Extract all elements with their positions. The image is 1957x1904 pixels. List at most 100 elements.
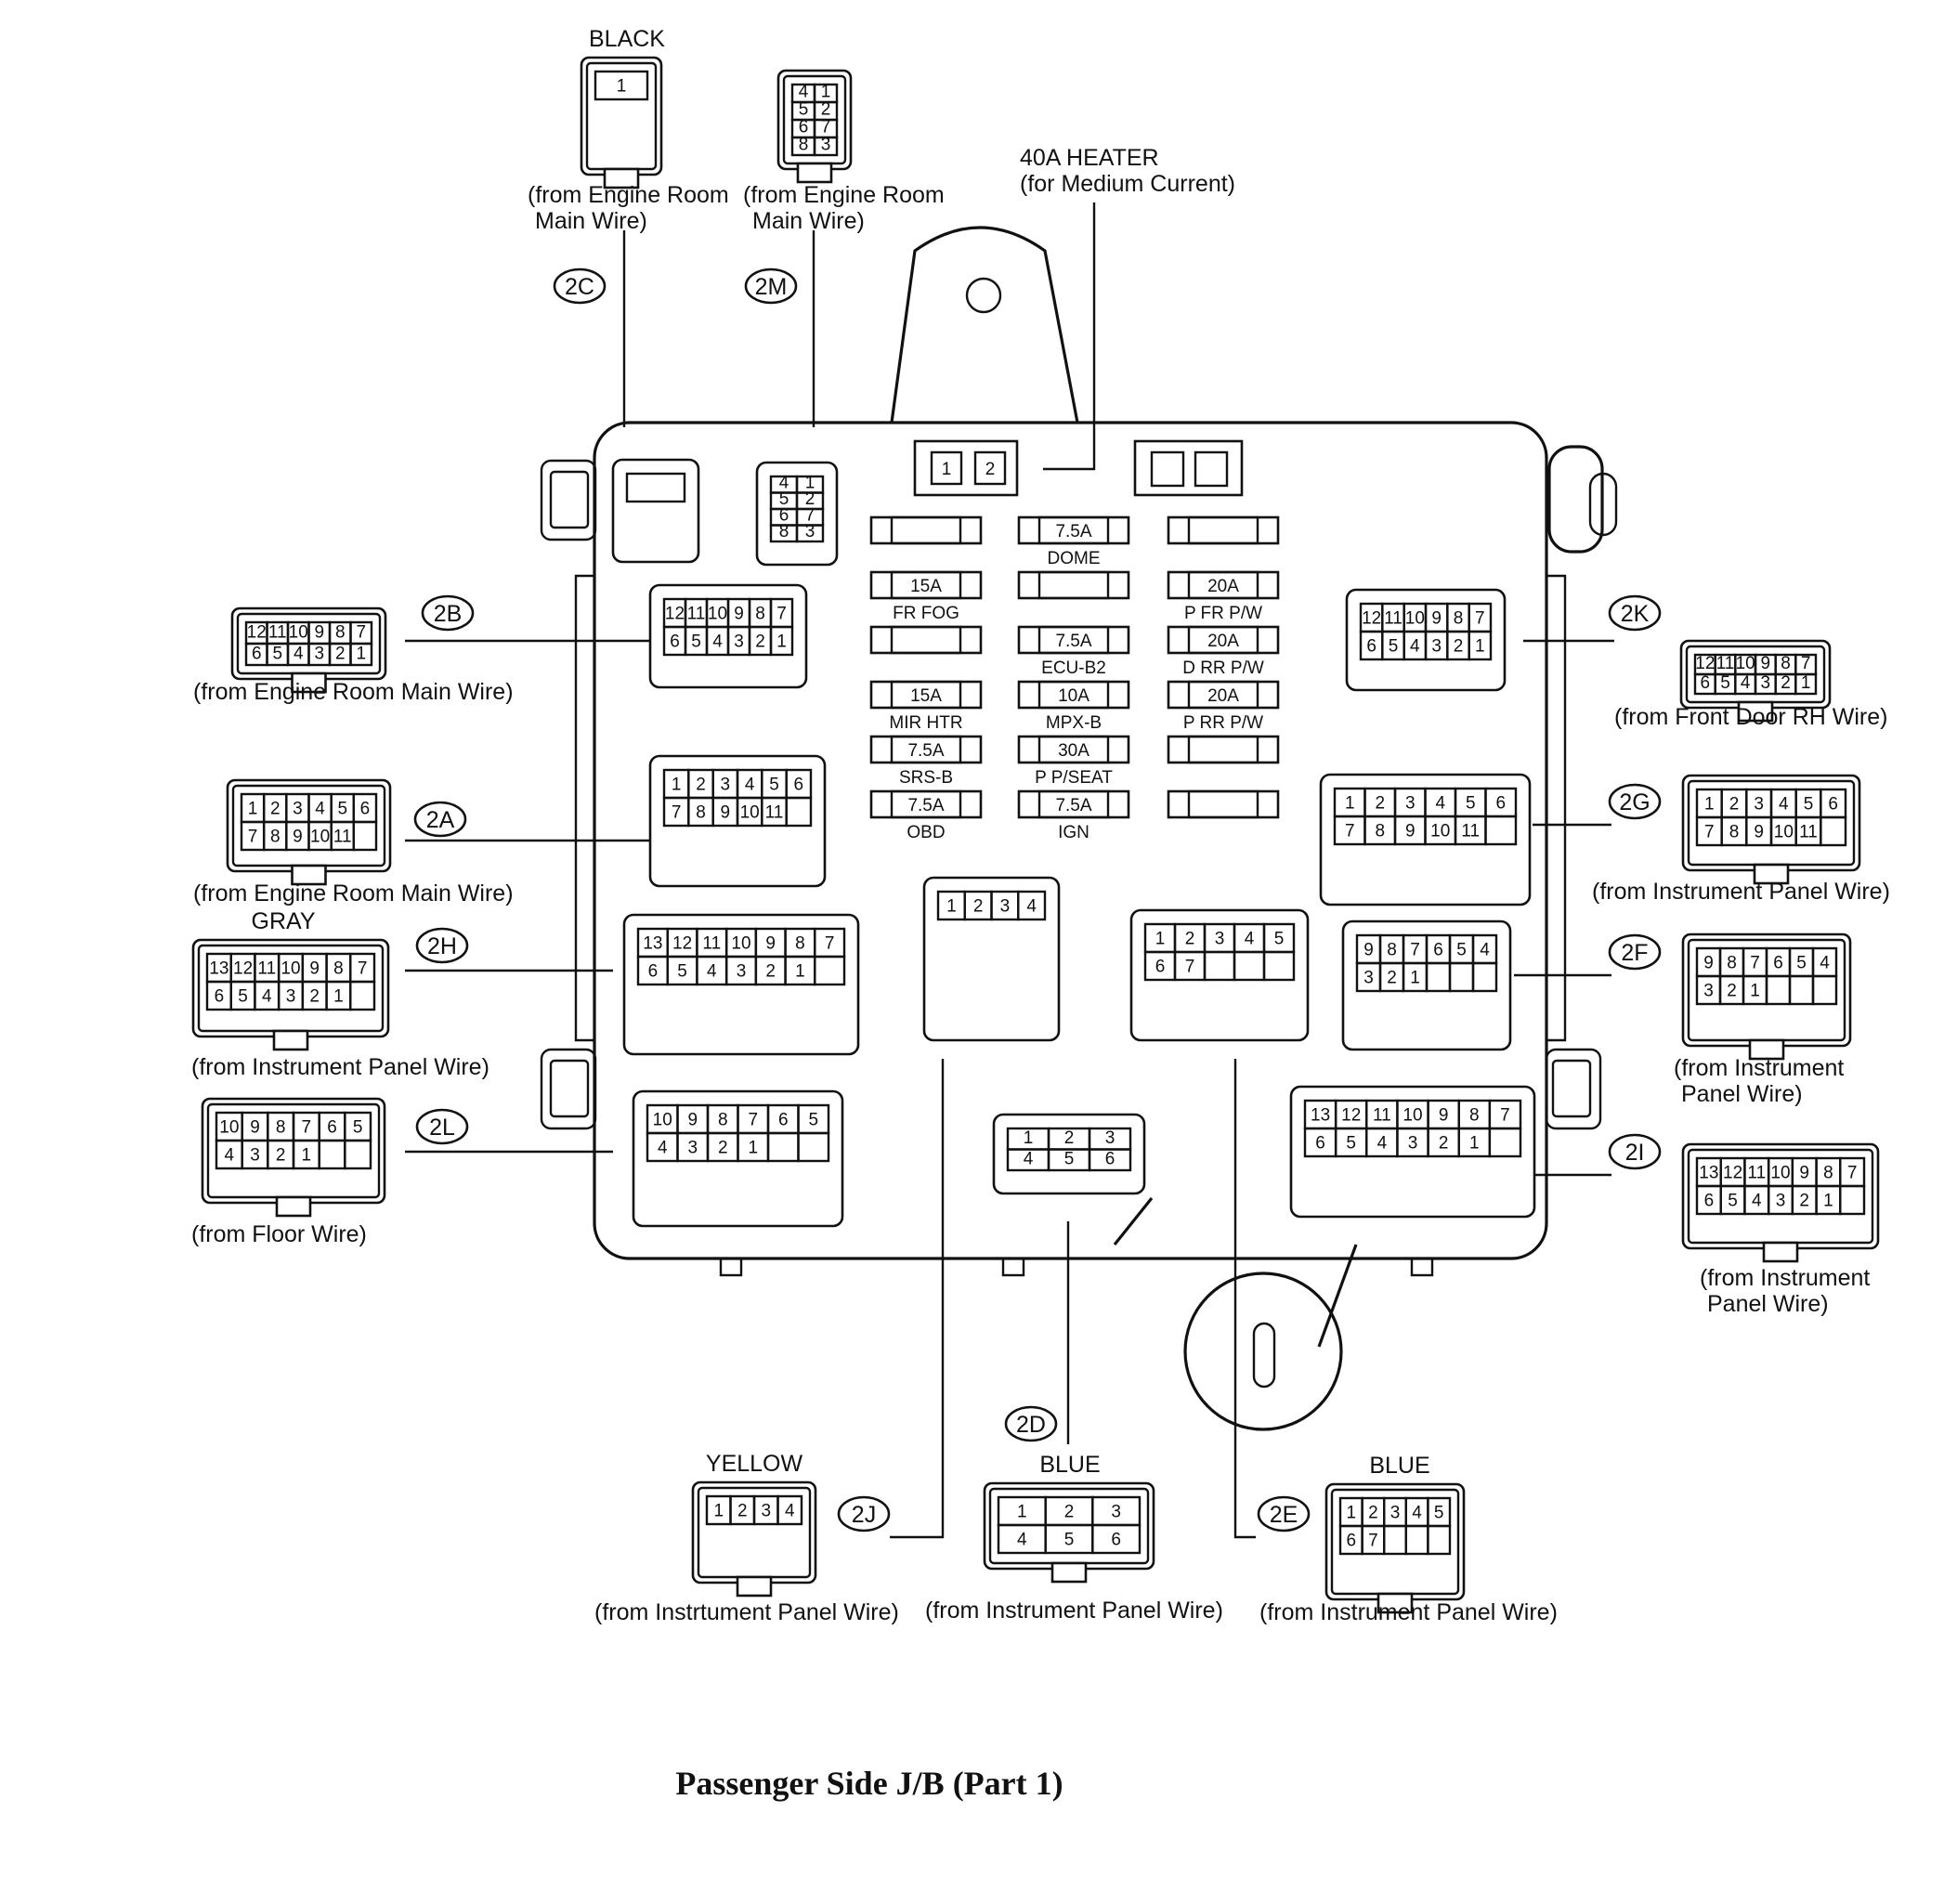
connector-source: (from Instrument Panel Wire)	[1259, 1599, 1558, 1625]
pin-number: 5	[1434, 1504, 1444, 1523]
pin-number: 7	[1345, 822, 1355, 841]
connector-color: BLUE	[1039, 1452, 1100, 1478]
pin-number: 4	[225, 1146, 235, 1166]
fuse-name: P FR P/W	[1184, 604, 1262, 623]
pin-cell	[352, 820, 378, 852]
pin-number: 1	[248, 800, 258, 819]
fuse-blade	[1037, 735, 1110, 764]
pin-number: 9	[1799, 1164, 1809, 1183]
pin-number: 4	[1245, 930, 1255, 949]
fuse-rating: 10A	[1058, 686, 1089, 706]
pin-number: 11	[1799, 823, 1818, 842]
pin-number: 4	[1377, 1134, 1388, 1154]
pin-number: 3	[805, 522, 815, 541]
pin-number: 1	[821, 83, 831, 102]
connector-id: 2D	[1016, 1412, 1046, 1438]
fuse-name: ECU-B2	[1041, 659, 1106, 678]
pin-number: 6	[1105, 1150, 1115, 1169]
pin-number: 1	[1704, 795, 1715, 815]
pin-number: 12	[247, 623, 267, 643]
pin-number: 6	[1828, 795, 1838, 815]
pin-number: 1	[333, 987, 344, 1007]
fuse-blade	[1187, 789, 1259, 819]
pin-number: 10	[1430, 822, 1450, 841]
pin-number: 6	[670, 632, 680, 652]
pin-number: 6	[778, 1111, 789, 1130]
fuse	[869, 625, 983, 655]
pin-number: 2	[309, 987, 320, 1007]
pin-number: 3	[1703, 982, 1714, 1001]
pin-number: 7	[1801, 654, 1811, 673]
pin-cell	[814, 955, 846, 986]
pin-number: 11	[1716, 654, 1735, 673]
connector-latch	[1737, 700, 1774, 723]
pin-number: 4	[1820, 954, 1830, 973]
connector-latch	[736, 1575, 773, 1598]
pin-number: 3	[1408, 1134, 1418, 1154]
pin-number: 2	[696, 776, 706, 795]
pin-number: 11	[1373, 1106, 1391, 1126]
connector-id: 2A	[426, 807, 455, 833]
pin-cell	[1820, 815, 1847, 847]
connector-housing	[580, 56, 663, 176]
pin-number: 1	[946, 897, 957, 917]
pin-number: 10	[281, 959, 300, 979]
pin-cell	[785, 796, 813, 828]
pin-number: 12	[1723, 1164, 1742, 1183]
heater-sublabel: (for Medium Current)	[1020, 171, 1235, 197]
pin-number: 9	[687, 1111, 698, 1130]
pin-number: 9	[1703, 954, 1714, 973]
connector-source: Main Wire)	[535, 208, 647, 234]
pin-number: 6	[1704, 1192, 1715, 1211]
fuse-rating: 15A	[910, 577, 942, 596]
pin-number: 6	[215, 987, 225, 1007]
fuse-blade	[1037, 625, 1110, 655]
pin-number: 4	[294, 645, 304, 664]
fuse-rating: 7.5A	[1055, 796, 1091, 815]
pin-cell	[797, 1131, 830, 1163]
connector-latch	[603, 167, 640, 189]
pin-number: 8	[1727, 954, 1737, 973]
pin-cell	[1794, 672, 1818, 696]
pin-number: 11	[1461, 822, 1480, 841]
pin-cell	[769, 625, 794, 657]
connector-tag	[413, 801, 467, 838]
pin-number: 2	[1387, 969, 1397, 988]
connector-id: 2C	[565, 274, 594, 300]
fuse-body	[869, 625, 983, 655]
connector-tag	[1608, 783, 1662, 820]
pin-number: 7	[776, 605, 787, 624]
pin-number: 3	[734, 632, 744, 652]
pin-number: 2	[1454, 637, 1464, 657]
connector-source: Panel Wire)	[1707, 1291, 1829, 1317]
pin-number: 11	[687, 605, 706, 624]
pin-number: 11	[257, 959, 276, 979]
pin-number: 2	[270, 800, 281, 819]
pin-number: 9	[1754, 823, 1764, 842]
pin-number: 12	[665, 605, 685, 624]
pin-number: 6	[360, 800, 371, 819]
pin-number: 5	[1728, 1192, 1738, 1211]
connector-tag	[1608, 933, 1662, 971]
pin-number: 7	[805, 506, 815, 526]
fuse-rating: 7.5A	[1055, 522, 1091, 541]
pin-number: 11	[1747, 1164, 1766, 1183]
pin-number: 9	[1439, 1106, 1449, 1126]
pin-number: 4	[1741, 673, 1751, 693]
fuse-body	[869, 515, 983, 545]
jb-socket	[1289, 1085, 1536, 1219]
pin-number: 4	[658, 1139, 668, 1158]
connector-tag	[421, 594, 475, 632]
